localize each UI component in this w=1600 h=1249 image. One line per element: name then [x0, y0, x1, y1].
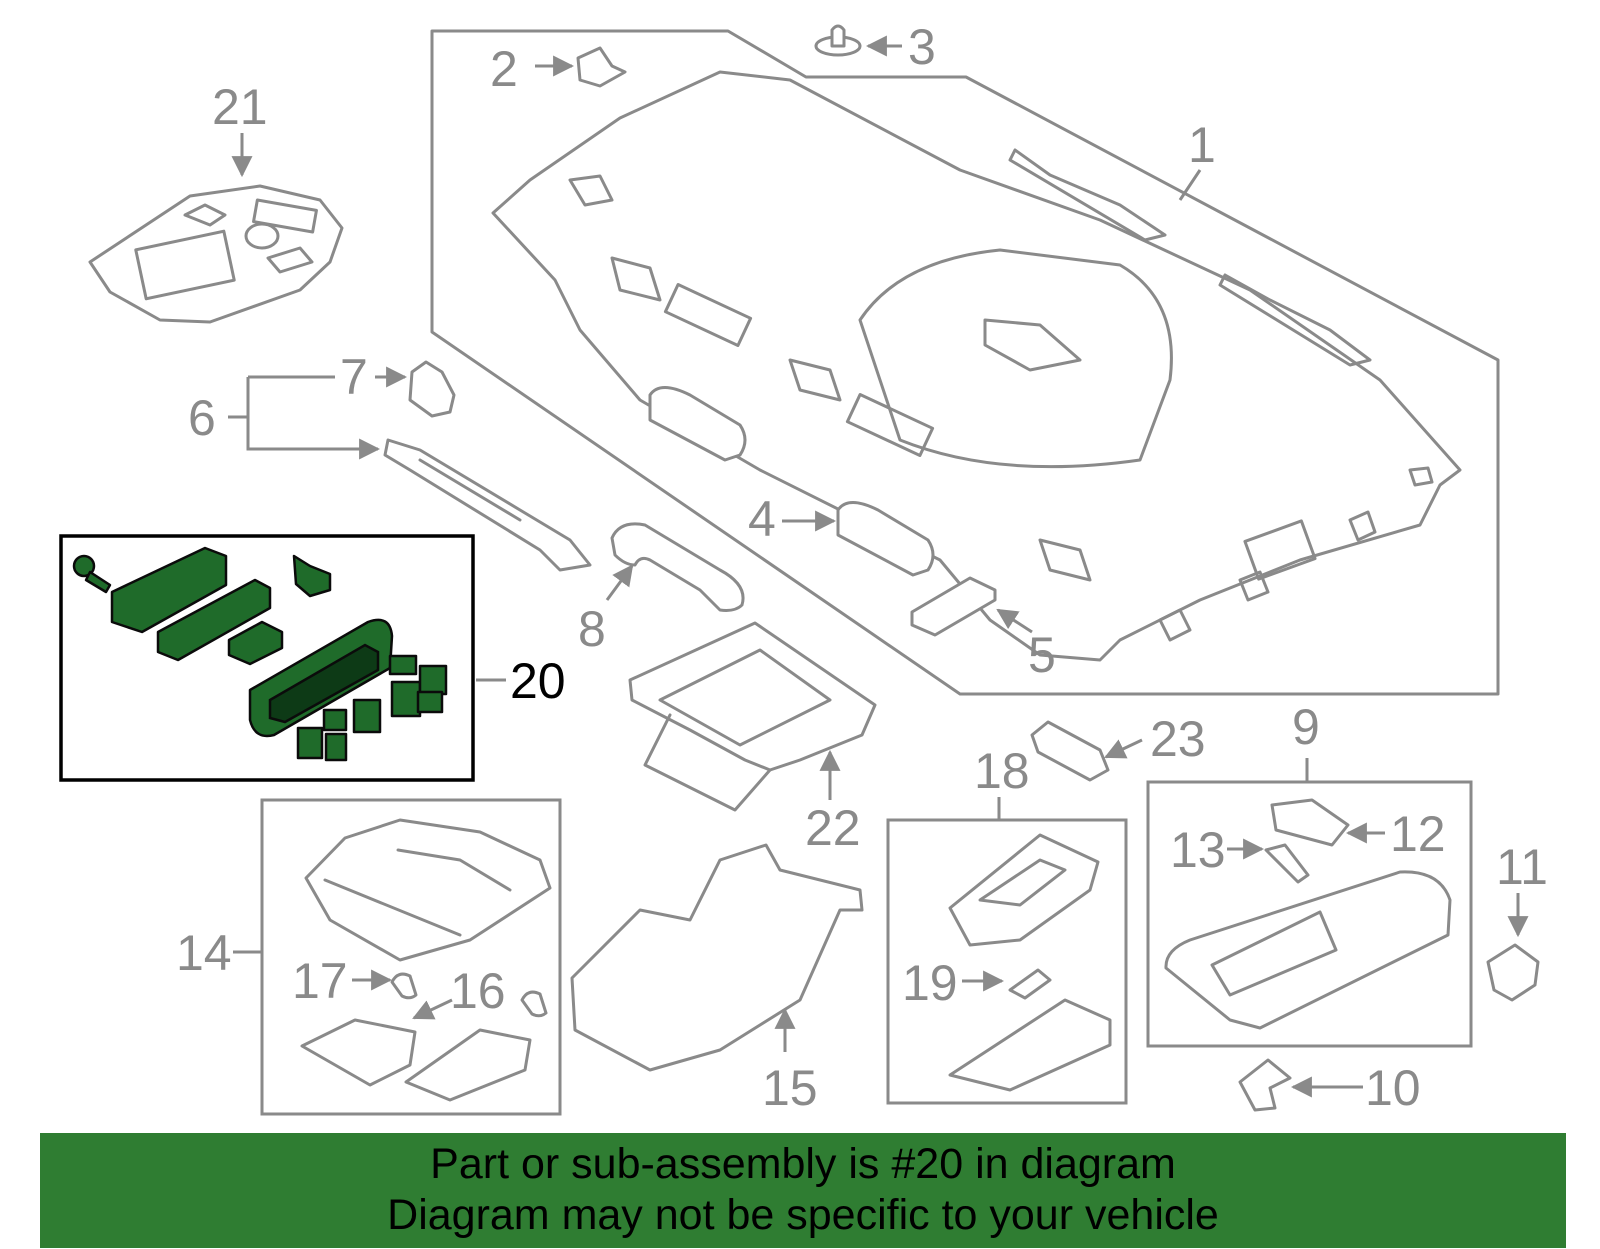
part-17-bulb [390, 972, 418, 1000]
part-10-clip [1238, 1058, 1292, 1112]
headliner-panel [430, 29, 1500, 696]
part-20-highlight [59, 534, 475, 782]
callout-17: 17 [292, 953, 348, 1009]
part-18-lamp [948, 833, 1100, 947]
callout-18: 18 [974, 743, 1030, 799]
footer-banner: Part or sub-assembly is #20 in diagram D… [40, 1133, 1566, 1248]
callout-16: 16 [450, 963, 506, 1019]
part-16-bulb [520, 990, 548, 1018]
part-5-clip [910, 576, 997, 637]
callout-5: 5 [1028, 627, 1056, 683]
callout-9: 9 [1292, 699, 1320, 755]
part-7-clip [408, 360, 456, 418]
callout-7: 7 [340, 349, 368, 405]
part-11-clip [1486, 943, 1540, 1002]
callout-12: 12 [1390, 806, 1446, 862]
callout-2: 2 [490, 41, 518, 97]
part-22-sunroof-frame [628, 621, 877, 812]
part-14-lamp-assembly [304, 818, 552, 962]
callout-19: 19 [902, 955, 958, 1011]
part-2-bracket [576, 46, 627, 88]
callout-3: 3 [908, 19, 936, 75]
leader-lines [228, 35, 1529, 1098]
part-16-lens [300, 1018, 532, 1102]
part-19-bulb [1008, 968, 1052, 1000]
callout-6: 6 [188, 390, 216, 446]
part-3-clip [814, 24, 862, 57]
part-9-box [1146, 780, 1473, 1048]
part-18-box [886, 818, 1128, 1105]
callout-10: 10 [1365, 1060, 1421, 1116]
part-18-lens [948, 998, 1112, 1092]
footer-line-2: Diagram may not be specific to your vehi… [387, 1191, 1219, 1239]
part-4-grab-handle [648, 386, 935, 577]
callout-21: 21 [212, 79, 268, 135]
callout-22: 22 [805, 800, 861, 856]
part-13-bulb [1264, 843, 1310, 884]
callout-20: 20 [510, 653, 566, 709]
part-6-bracket [383, 438, 592, 572]
callout-15: 15 [762, 1060, 818, 1116]
callout-1: 1 [1188, 117, 1216, 173]
callout-14: 14 [176, 925, 232, 981]
part-15-bracket [570, 843, 864, 1072]
callout-11: 11 [1496, 839, 1548, 895]
part-23-bulb [1030, 720, 1110, 782]
part-9-sun-visor [1164, 870, 1452, 1030]
footer-line-1: Part or sub-assembly is #20 in diagram [430, 1140, 1176, 1188]
part-14-box [260, 798, 562, 1116]
callout-4: 4 [748, 491, 776, 547]
callout-13: 13 [1170, 822, 1226, 878]
part-21-console [88, 184, 344, 324]
callout-8: 8 [578, 601, 606, 657]
callout-23: 23 [1150, 711, 1206, 767]
part-12-mirror-cover [1270, 798, 1350, 847]
